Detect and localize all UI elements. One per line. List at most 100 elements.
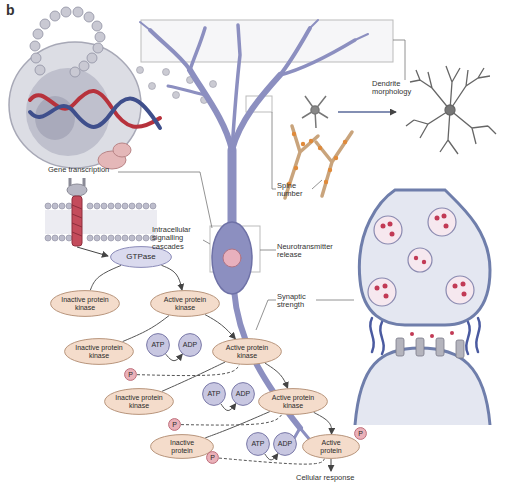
neuron [280,40,355,75]
node-shape [274,433,297,456]
chromatin-beads [87,53,97,63]
receptor-channel [416,338,424,356]
neurotransmitter [444,224,449,229]
atp-circle: ATP [246,432,270,456]
neurotransmitter [383,284,388,289]
dendritic-spine [294,166,298,170]
lipid-bilayer [129,203,135,209]
process-label: Spine number [277,182,313,199]
node-shape [203,383,226,406]
small-neuron [302,96,328,128]
neurotransmitter [375,214,467,339]
neurotransmitter [430,334,434,338]
node-text: Active protein kinase [160,296,210,311]
node-text: Inactive protein kinase [74,344,124,359]
kinase-oval: Inactive protein kinase [104,388,174,415]
cascade-connector [221,404,236,411]
adp-circle: ADP [231,382,255,406]
membrane-receptor [72,196,82,246]
cascade-connector [265,454,278,460]
phosphate-circle: P [124,368,137,381]
protein-dots [173,92,180,99]
dendritic-spine [301,142,305,146]
node-shape [151,291,220,317]
growth-arrow [338,111,396,113]
dendritic-spine [309,139,313,143]
chromatin-beads [92,21,102,31]
phosphate-circle: P [354,427,367,440]
lipid-bilayer [122,235,128,241]
neurotransmitter [390,232,395,237]
chromatin-beads [31,53,41,63]
node-shape [259,389,328,415]
neurotransmitter [384,294,389,299]
neuron [140,20,368,40]
node-text: GTPase [126,253,155,261]
cascade-connector [205,315,235,339]
cascade-connector [166,354,183,361]
protein-dots [149,83,156,90]
node-text: Inactive protein kinase [60,296,110,311]
kinase-oval: Active protein kinase [150,290,220,317]
lipid-bilayer [101,235,107,241]
branched-neuron [445,105,455,115]
leader-line [272,112,276,189]
presynaptic-terminal [359,190,490,325]
chromatin-beads [35,65,45,75]
branched-neuron [446,66,460,110]
neurotransmitter [414,256,418,260]
chromatin-beads [93,43,103,53]
chromatin-beads [84,12,94,22]
kinase-oval: Inactive protein kinase [50,290,120,317]
synaptic-vesicle [446,276,474,304]
leader-line [312,180,322,189]
node-text: Active protein [311,439,351,454]
lipid-bilayer [94,235,100,241]
dna-helix [30,91,160,127]
lipid-bilayer [94,203,100,209]
protein-dots [210,81,217,88]
neurotransmitter [375,286,380,291]
leader-line [393,40,405,80]
neurotransmitter [410,332,414,336]
dendritic-spine [343,140,347,144]
response-arrow [331,459,332,471]
cascade-connector [161,265,182,290]
neurotransmitter [442,214,447,219]
node-shape [213,339,282,365]
response-arrow [331,459,332,471]
neurotransmitter [422,260,426,264]
dna-helix [30,91,160,128]
node-shape [151,435,214,459]
growth-arrow [338,112,396,113]
lipid-bilayer [129,235,135,241]
leader-line [260,250,276,251]
lipid-bilayer [115,203,121,209]
postsynaptic-membrane [355,348,490,425]
lipid-bilayer [59,203,65,209]
node-text: ADP [278,440,292,447]
protein-dots [163,69,170,76]
lipid-bilayer [122,203,128,209]
receptor-channel [436,338,444,356]
receptor-channel [396,338,404,356]
lipid-bilayer [66,235,72,241]
adhesion-molecule [380,322,383,354]
synaptic-vesicle [408,248,432,272]
node-text: ADP [236,390,250,397]
cascade-connector [181,414,282,425]
leader-line [316,300,354,301]
output-label: Cellular response [296,474,376,482]
protein-dots [137,67,144,74]
chromatin-beads [50,11,60,21]
synaptic-vesicle [368,208,474,306]
neuron [140,20,368,442]
atp-circle: ATP [202,382,226,406]
neurotransmitter [462,292,467,297]
adp-circle: ADP [273,432,297,456]
neuron [168,86,205,95]
receptor-channel [396,338,464,358]
membrane-receptor [67,178,108,256]
dendritic-spine [287,132,347,186]
